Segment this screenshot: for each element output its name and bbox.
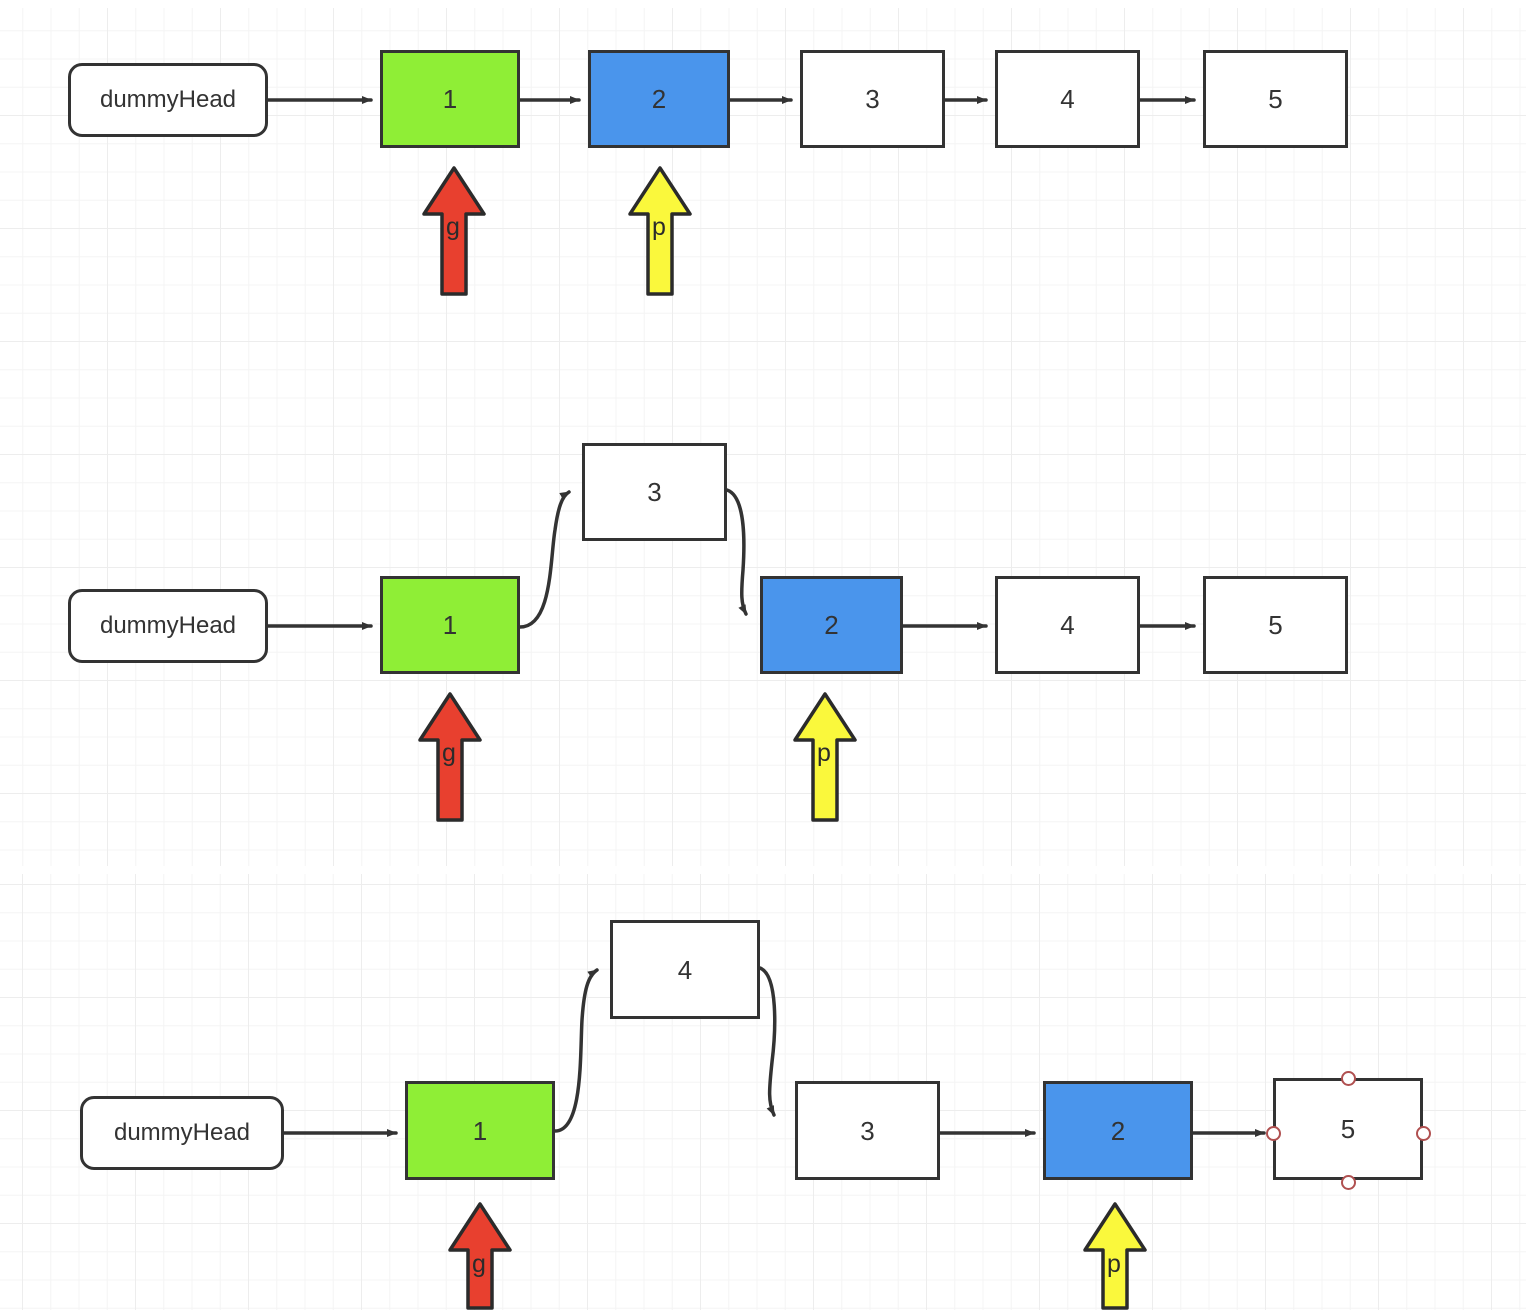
node-label: 4 [677, 954, 693, 985]
node-label: 5 [1268, 610, 1283, 640]
node-label: dummyHead [99, 612, 237, 639]
node-s2-n5[interactable]: 5 [1203, 576, 1348, 674]
node-s2-dummy[interactable]: dummyHead [68, 589, 268, 663]
node-label: 2 [824, 610, 839, 640]
pointer-arrow-shape [1083, 1202, 1147, 1310]
node-s3-dummy[interactable]: dummyHead [80, 1096, 284, 1170]
pointer-arrow-shape [628, 166, 692, 296]
pointer-arrow-shape [793, 692, 857, 822]
node-s3-n1[interactable]: 1 [405, 1081, 555, 1180]
node-label: 5 [1268, 84, 1283, 114]
selection-handle-top[interactable] [1340, 1070, 1356, 1086]
selection-handle-left[interactable] [1265, 1125, 1281, 1141]
node-s2-n2[interactable]: 2 [760, 576, 903, 674]
pointer-arrow-p[interactable] [793, 692, 857, 822]
node-label: 1 [442, 84, 458, 114]
node-label: 4 [1060, 610, 1075, 640]
node-label: 5 [1340, 1114, 1356, 1144]
node-label: 1 [472, 1115, 488, 1146]
node-s3-n4[interactable]: 4 [610, 920, 760, 1019]
node-label: dummyHead [113, 1119, 251, 1146]
pointer-arrow-shape [422, 166, 486, 296]
node-label: 3 [860, 1115, 875, 1146]
node-s1-dummy[interactable]: dummyHead [68, 63, 268, 137]
node-s1-n4[interactable]: 4 [995, 50, 1140, 148]
node-label: 4 [1060, 84, 1075, 114]
node-s2-n4[interactable]: 4 [995, 576, 1140, 674]
pointer-arrow-p[interactable] [628, 166, 692, 296]
selection-handle-bottom[interactable] [1340, 1174, 1356, 1190]
grid-background-top [0, 8, 1526, 870]
node-label: 2 [1110, 1115, 1126, 1146]
node-s3-n2[interactable]: 2 [1043, 1081, 1193, 1180]
node-s1-n3[interactable]: 3 [800, 50, 945, 148]
node-label: 3 [865, 84, 880, 114]
pointer-arrow-g[interactable] [448, 1202, 512, 1310]
node-s2-n1[interactable]: 1 [380, 576, 520, 674]
node-s1-n5[interactable]: 5 [1203, 50, 1348, 148]
node-s3-n5[interactable]: 5 [1273, 1078, 1423, 1180]
pointer-arrow-p[interactable] [1083, 1202, 1147, 1310]
panel-seam [0, 866, 1526, 870]
pointer-arrow-shape [418, 692, 482, 822]
pointer-arrow-shape [448, 1202, 512, 1310]
selection-handle-right[interactable] [1415, 1125, 1431, 1141]
node-s1-n1[interactable]: 1 [380, 50, 520, 148]
node-s2-n3[interactable]: 3 [582, 443, 727, 541]
node-label: dummyHead [99, 86, 237, 113]
node-s1-n2[interactable]: 2 [588, 50, 730, 148]
node-label: 3 [647, 477, 662, 507]
node-label: 2 [651, 84, 667, 114]
grid-background-bottom [0, 874, 1526, 1310]
pointer-arrow-g[interactable] [422, 166, 486, 296]
node-s3-n3[interactable]: 3 [795, 1081, 940, 1180]
node-label: 1 [442, 610, 458, 640]
pointer-arrow-g[interactable] [418, 692, 482, 822]
